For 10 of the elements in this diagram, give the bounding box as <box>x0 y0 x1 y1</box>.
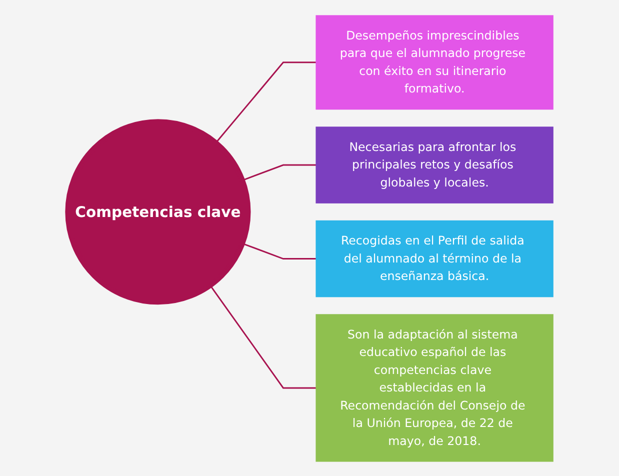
diagram-drawing: Competencias clave Desempeños imprescindibles para que el alumnado progrese con éxito en su itinerario formativo. Necesarias para afrontar los principales retos y desafíos globales y locales. Recogidas en el Perfil de salida del alumnado al término de la enseñanza básica. Son la adaptación al sistema educativo español de las competencias clave establecidas en la Recomendación del Consejo de la Unión Europea, de 22 de mayo, de 2018. <box>60 10 559 466</box>
node-box <box>316 314 554 462</box>
node-circle <box>65 118 251 304</box>
node-box <box>316 220 554 297</box>
connector <box>210 286 317 388</box>
connector <box>244 164 317 180</box>
connector <box>216 61 317 142</box>
node-box <box>316 14 554 110</box>
node-box <box>316 126 554 203</box>
connector <box>244 243 317 260</box>
